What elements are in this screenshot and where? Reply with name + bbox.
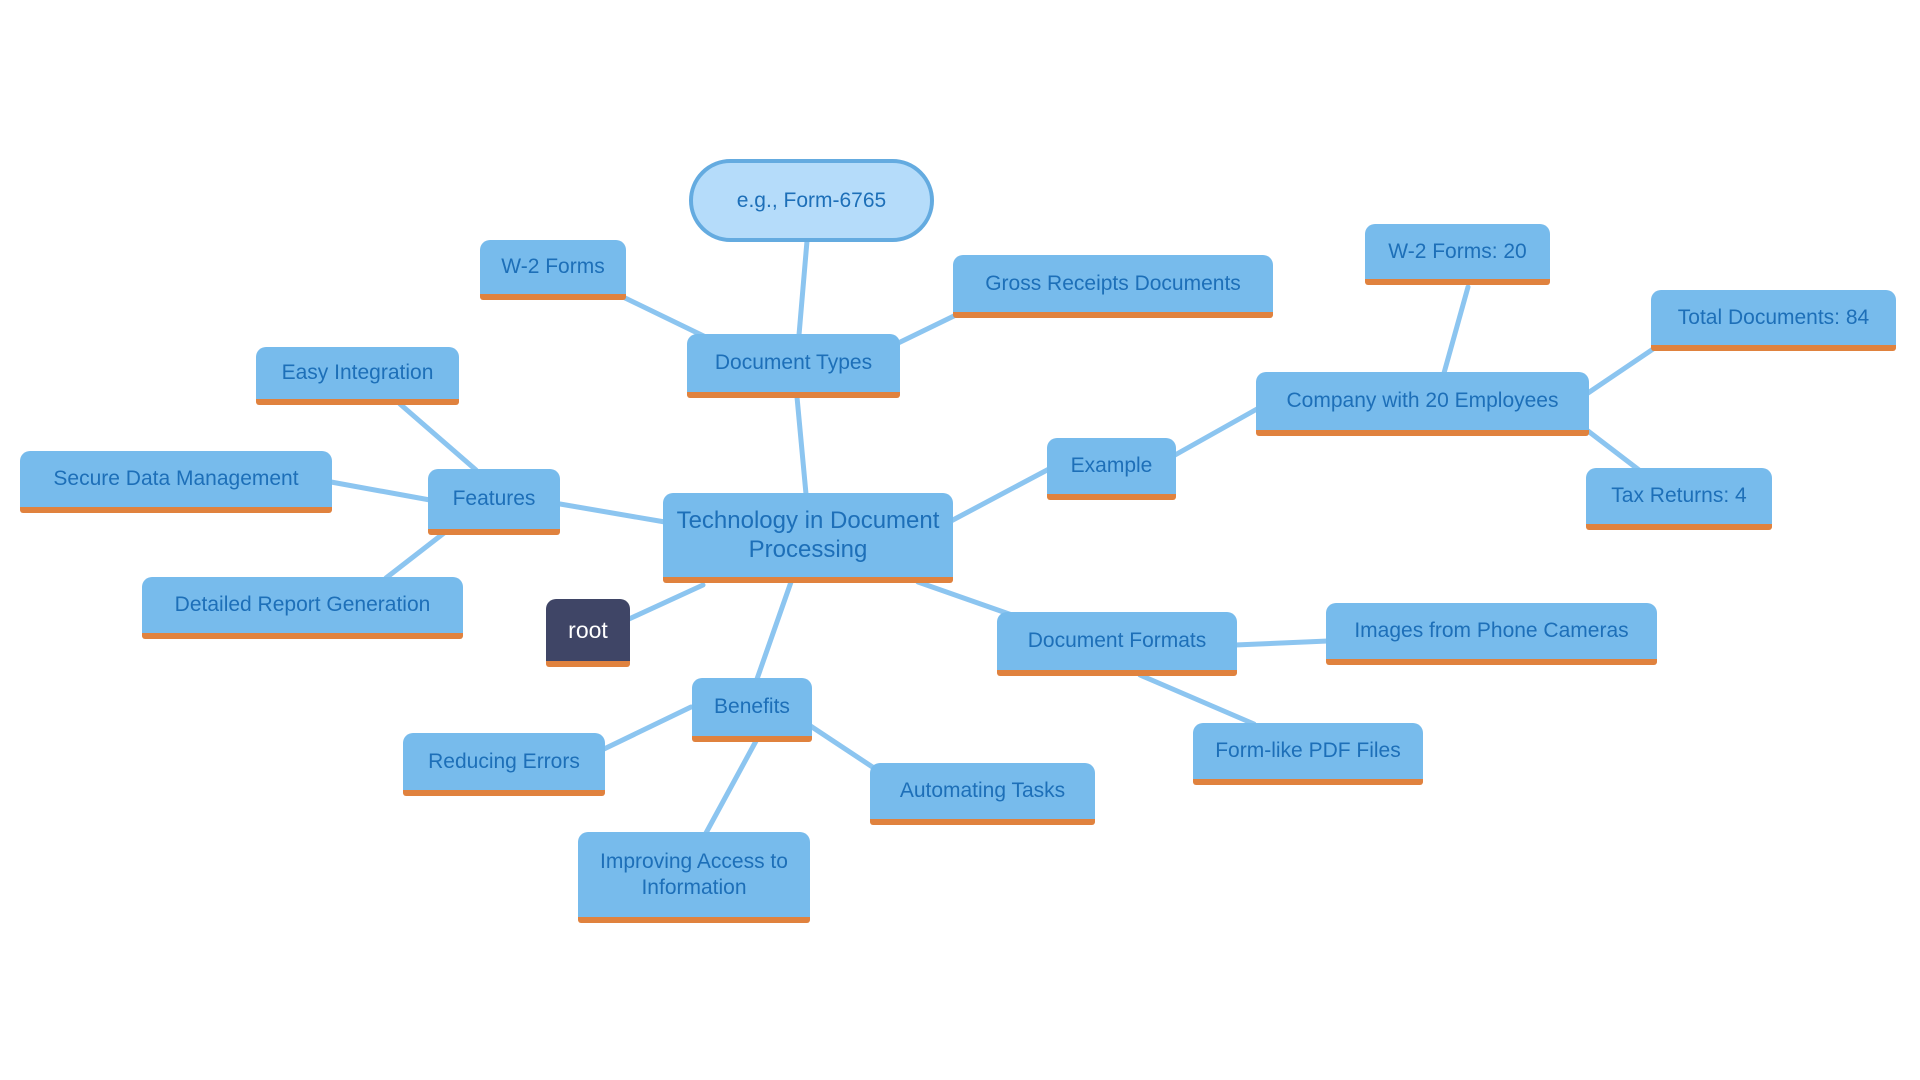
link-company-total-documents (1585, 344, 1659, 396)
link-features-center (557, 501, 668, 525)
node-form-like-pdf-files[interactable]: Form-like PDF Files (1193, 723, 1423, 785)
node-document-formats-label: Document Formats (1027, 629, 1207, 653)
node-document-types-label: Document Types (714, 351, 873, 375)
node-gross-receipts-label: Gross Receipts Documents (985, 271, 1241, 295)
node-benefits[interactable]: Benefits (692, 678, 812, 742)
link-form6765-document-types (796, 238, 810, 338)
node-reducing-errors-label: Reducing Errors (428, 749, 580, 773)
node-form-6765-label: e.g., Form-6765 (736, 188, 887, 212)
node-form-like-pdf-files-label: Form-like PDF Files (1215, 739, 1401, 763)
node-gross-receipts[interactable]: Gross Receipts Documents (953, 255, 1273, 318)
node-detailed-report-generation[interactable]: Detailed Report Generation (142, 577, 463, 639)
node-images-phone-cameras-label: Images from Phone Cameras (1354, 619, 1629, 643)
node-improving-access-label: Improving Access to Information (600, 849, 788, 899)
link-center-document-formats (915, 579, 1015, 618)
link-center-benefits (754, 579, 794, 682)
node-document-types[interactable]: Document Types (687, 334, 900, 398)
link-benefits-improving-access (703, 738, 759, 836)
link-center-example (948, 466, 1052, 524)
node-example[interactable]: Example (1047, 438, 1176, 500)
link-example-company (1172, 406, 1260, 458)
link-benefits-automating-tasks (806, 722, 880, 773)
link-secure-data-features (328, 479, 433, 503)
node-images-phone-cameras[interactable]: Images from Phone Cameras (1326, 603, 1657, 665)
node-features[interactable]: Features (428, 469, 560, 535)
node-root[interactable]: root (546, 599, 630, 667)
node-center-technology[interactable]: Technology in Document Processing (663, 493, 953, 583)
node-w2-forms-label: W-2 Forms (501, 255, 605, 279)
link-features-detailed-report (383, 530, 447, 581)
node-automating-tasks[interactable]: Automating Tasks (870, 763, 1095, 825)
node-features-label: Features (452, 487, 536, 511)
node-benefits-label: Benefits (714, 695, 790, 719)
node-detailed-report-generation-label: Detailed Report Generation (174, 593, 431, 617)
node-improving-access[interactable]: Improving Access to Information (578, 832, 810, 923)
node-company-20-employees[interactable]: Company with 20 Employees (1256, 372, 1589, 436)
link-document-types-center (794, 394, 809, 497)
node-tax-returns[interactable]: Tax Returns: 4 (1586, 468, 1772, 530)
node-total-documents-label: Total Documents: 84 (1677, 305, 1870, 329)
node-w2-forms[interactable]: W-2 Forms (480, 240, 626, 300)
node-company-20-employees-label: Company with 20 Employees (1286, 389, 1559, 413)
node-secure-data-management-label: Secure Data Management (53, 467, 299, 491)
node-total-documents[interactable]: Total Documents: 84 (1651, 290, 1896, 351)
node-tax-returns-label: Tax Returns: 4 (1611, 484, 1747, 508)
node-document-formats[interactable]: Document Formats (997, 612, 1237, 676)
node-easy-integration-label: Easy Integration (281, 361, 434, 385)
node-form-6765[interactable]: e.g., Form-6765 (689, 159, 934, 242)
node-example-label: Example (1070, 454, 1153, 478)
link-gross-receipts-document-types (887, 311, 961, 350)
node-w2-forms-20-label: W-2 Forms: 20 (1388, 239, 1527, 263)
node-secure-data-management[interactable]: Secure Data Management (20, 451, 332, 513)
link-document-formats-images (1232, 638, 1331, 648)
node-root-label: root (568, 616, 608, 643)
link-company-tax-returns (1585, 428, 1642, 473)
link-document-formats-pdf (1137, 672, 1257, 727)
node-w2-forms-20[interactable]: W-2 Forms: 20 (1365, 224, 1550, 285)
link-benefits-reducing-errors (601, 704, 694, 752)
node-reducing-errors[interactable]: Reducing Errors (403, 733, 605, 796)
link-easy-integration-features (397, 401, 479, 473)
node-center-technology-label: Technology in Document Processing (676, 506, 940, 563)
node-automating-tasks-label: Automating Tasks (899, 779, 1066, 803)
link-root-center (626, 582, 706, 622)
node-easy-integration[interactable]: Easy Integration (256, 347, 459, 405)
link-company-w2-forms-20 (1441, 284, 1471, 376)
